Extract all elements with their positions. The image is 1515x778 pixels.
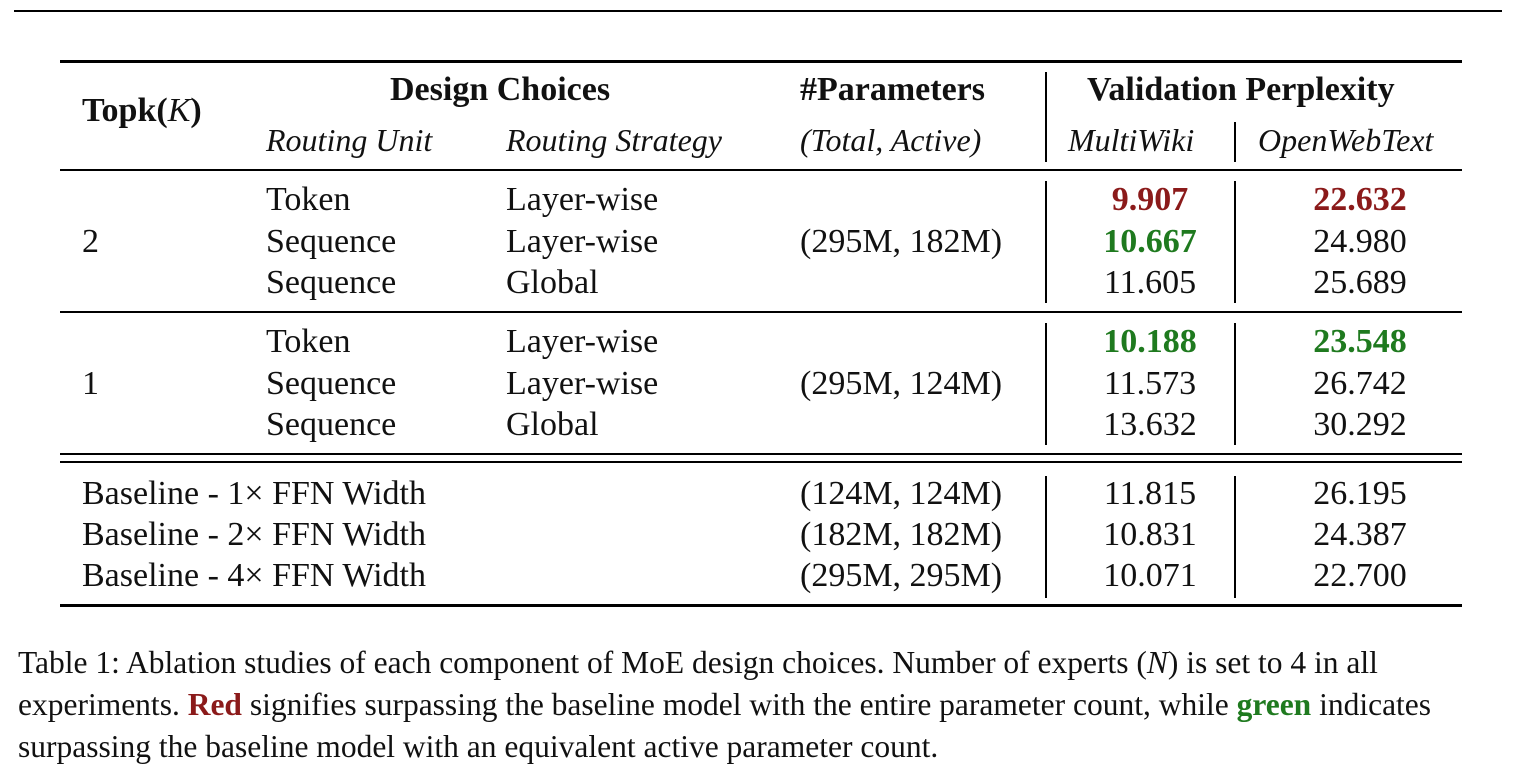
row-openwebtext-value: 30.292 bbox=[1313, 406, 1407, 443]
header-total-active: (Total, Active) bbox=[800, 122, 982, 158]
header-topk: Topk(K) bbox=[82, 94, 202, 128]
baseline-double-rule-1 bbox=[60, 453, 1462, 455]
header-topk-label: Topk( bbox=[82, 92, 168, 129]
caption-red-word: Red bbox=[187, 687, 242, 722]
baseline-label: Baseline - 1× FFN Width bbox=[82, 477, 426, 511]
row-routing-unit: Sequence bbox=[266, 264, 397, 301]
row-multiwiki-value: 9.907 bbox=[1111, 181, 1189, 218]
row-routing-strategy: Global bbox=[506, 264, 599, 301]
row-multiwiki-value: 11.605 bbox=[1103, 264, 1197, 301]
table-caption: Table 1: Ablation studies of each compon… bbox=[18, 642, 1508, 768]
baseline-vline-mid bbox=[1234, 476, 1236, 598]
row-openwebtext-value: 22.632 bbox=[1313, 181, 1407, 218]
baseline-double-rule-2 bbox=[60, 461, 1462, 463]
baseline-label-prefix: Baseline - 4 bbox=[82, 557, 245, 594]
row-routing-strategy: Layer-wise bbox=[506, 365, 659, 402]
group-topk: 1 bbox=[82, 365, 99, 402]
baseline-params: (182M, 182M) bbox=[800, 516, 1003, 553]
group2-vline-left bbox=[1045, 323, 1047, 445]
header-openwebtext: OpenWebText bbox=[1258, 122, 1434, 158]
group1-vline-mid bbox=[1234, 181, 1236, 303]
row-openwebtext-value: 23.548 bbox=[1313, 323, 1407, 360]
baseline-label-prefix: Baseline - 2 bbox=[82, 516, 245, 553]
row-routing-unit: Sequence bbox=[266, 223, 397, 260]
caption-text-2: ) is set to 4 in all experiments. bbox=[18, 645, 1378, 722]
row-openwebtext-value: 26.742 bbox=[1313, 365, 1407, 402]
header-multiwiki: MultiWiki bbox=[1068, 122, 1195, 158]
baseline-openwebtext-value: 24.387 bbox=[1313, 516, 1407, 553]
caption-text-1: Table 1: Ablation studies of each compon… bbox=[18, 645, 1147, 680]
row-routing-strategy: Layer-wise bbox=[506, 181, 659, 218]
header-routing-strategy: Routing Strategy bbox=[506, 122, 722, 158]
baseline-label: Baseline - 2× FFN Width bbox=[82, 518, 426, 552]
group1-vline-left bbox=[1045, 181, 1047, 303]
baseline-multiwiki-value: 10.071 bbox=[1103, 557, 1197, 594]
row-multiwiki-value: 10.667 bbox=[1103, 223, 1197, 260]
baseline-vline-left bbox=[1045, 476, 1047, 598]
row-openwebtext-value: 25.689 bbox=[1313, 264, 1407, 301]
header-bottom-rule bbox=[60, 169, 1462, 171]
caption-text-3: signifies surpassing the baseline model … bbox=[241, 687, 1237, 722]
header-vline-mid bbox=[1234, 122, 1236, 162]
row-routing-strategy: Global bbox=[506, 406, 599, 443]
header-design-choices: Design Choices bbox=[390, 71, 611, 108]
row-routing-strategy: Layer-wise bbox=[506, 223, 659, 260]
baseline-openwebtext-value: 22.700 bbox=[1313, 557, 1407, 594]
row-routing-unit: Sequence bbox=[266, 406, 397, 443]
row-multiwiki-value: 13.632 bbox=[1103, 406, 1197, 443]
baseline-label-suffix: × FFN Width bbox=[244, 516, 426, 553]
row-routing-unit: Sequence bbox=[266, 365, 397, 402]
baseline-label: Baseline - 4× FFN Width bbox=[82, 559, 426, 593]
row-routing-unit: Token bbox=[266, 323, 351, 360]
row-multiwiki-value: 11.573 bbox=[1103, 365, 1197, 402]
baseline-multiwiki-value: 10.831 bbox=[1103, 516, 1197, 553]
row-multiwiki-value: 10.188 bbox=[1103, 323, 1197, 360]
table-top-rule bbox=[60, 60, 1462, 63]
group-divider-rule bbox=[60, 311, 1462, 313]
caption-green-word: green bbox=[1236, 687, 1312, 722]
baseline-multiwiki-value: 11.815 bbox=[1103, 475, 1197, 512]
group2-vline-mid bbox=[1234, 323, 1236, 445]
baseline-params: (295M, 295M) bbox=[800, 557, 1003, 594]
row-routing-strategy: Layer-wise bbox=[506, 323, 659, 360]
baseline-label-suffix: × FFN Width bbox=[244, 475, 426, 512]
baseline-openwebtext-value: 26.195 bbox=[1313, 475, 1407, 512]
header-routing-unit: Routing Unit bbox=[266, 122, 433, 158]
row-routing-unit: Token bbox=[266, 181, 351, 218]
header-topk-close: ) bbox=[190, 92, 202, 129]
header-vline-left bbox=[1045, 72, 1047, 162]
group-topk: 2 bbox=[82, 223, 99, 260]
group-params: (295M, 124M) bbox=[800, 365, 1003, 402]
row-openwebtext-value: 24.980 bbox=[1313, 223, 1407, 260]
header-topk-var: K bbox=[167, 92, 191, 129]
page-top-rule bbox=[14, 10, 1502, 12]
caption-text-4: indicates surpassing the baseline model … bbox=[18, 687, 1432, 764]
table-bottom-rule bbox=[60, 604, 1462, 607]
header-parameters: #Parameters bbox=[800, 71, 986, 108]
header-validation-perplexity: Validation Perplexity bbox=[1087, 71, 1395, 108]
baseline-label-prefix: Baseline - 1 bbox=[82, 475, 245, 512]
caption-var-n: N bbox=[1146, 645, 1168, 680]
baseline-label-suffix: × FFN Width bbox=[244, 557, 426, 594]
baseline-params: (124M, 124M) bbox=[800, 475, 1003, 512]
group-params: (295M, 182M) bbox=[800, 223, 1003, 260]
